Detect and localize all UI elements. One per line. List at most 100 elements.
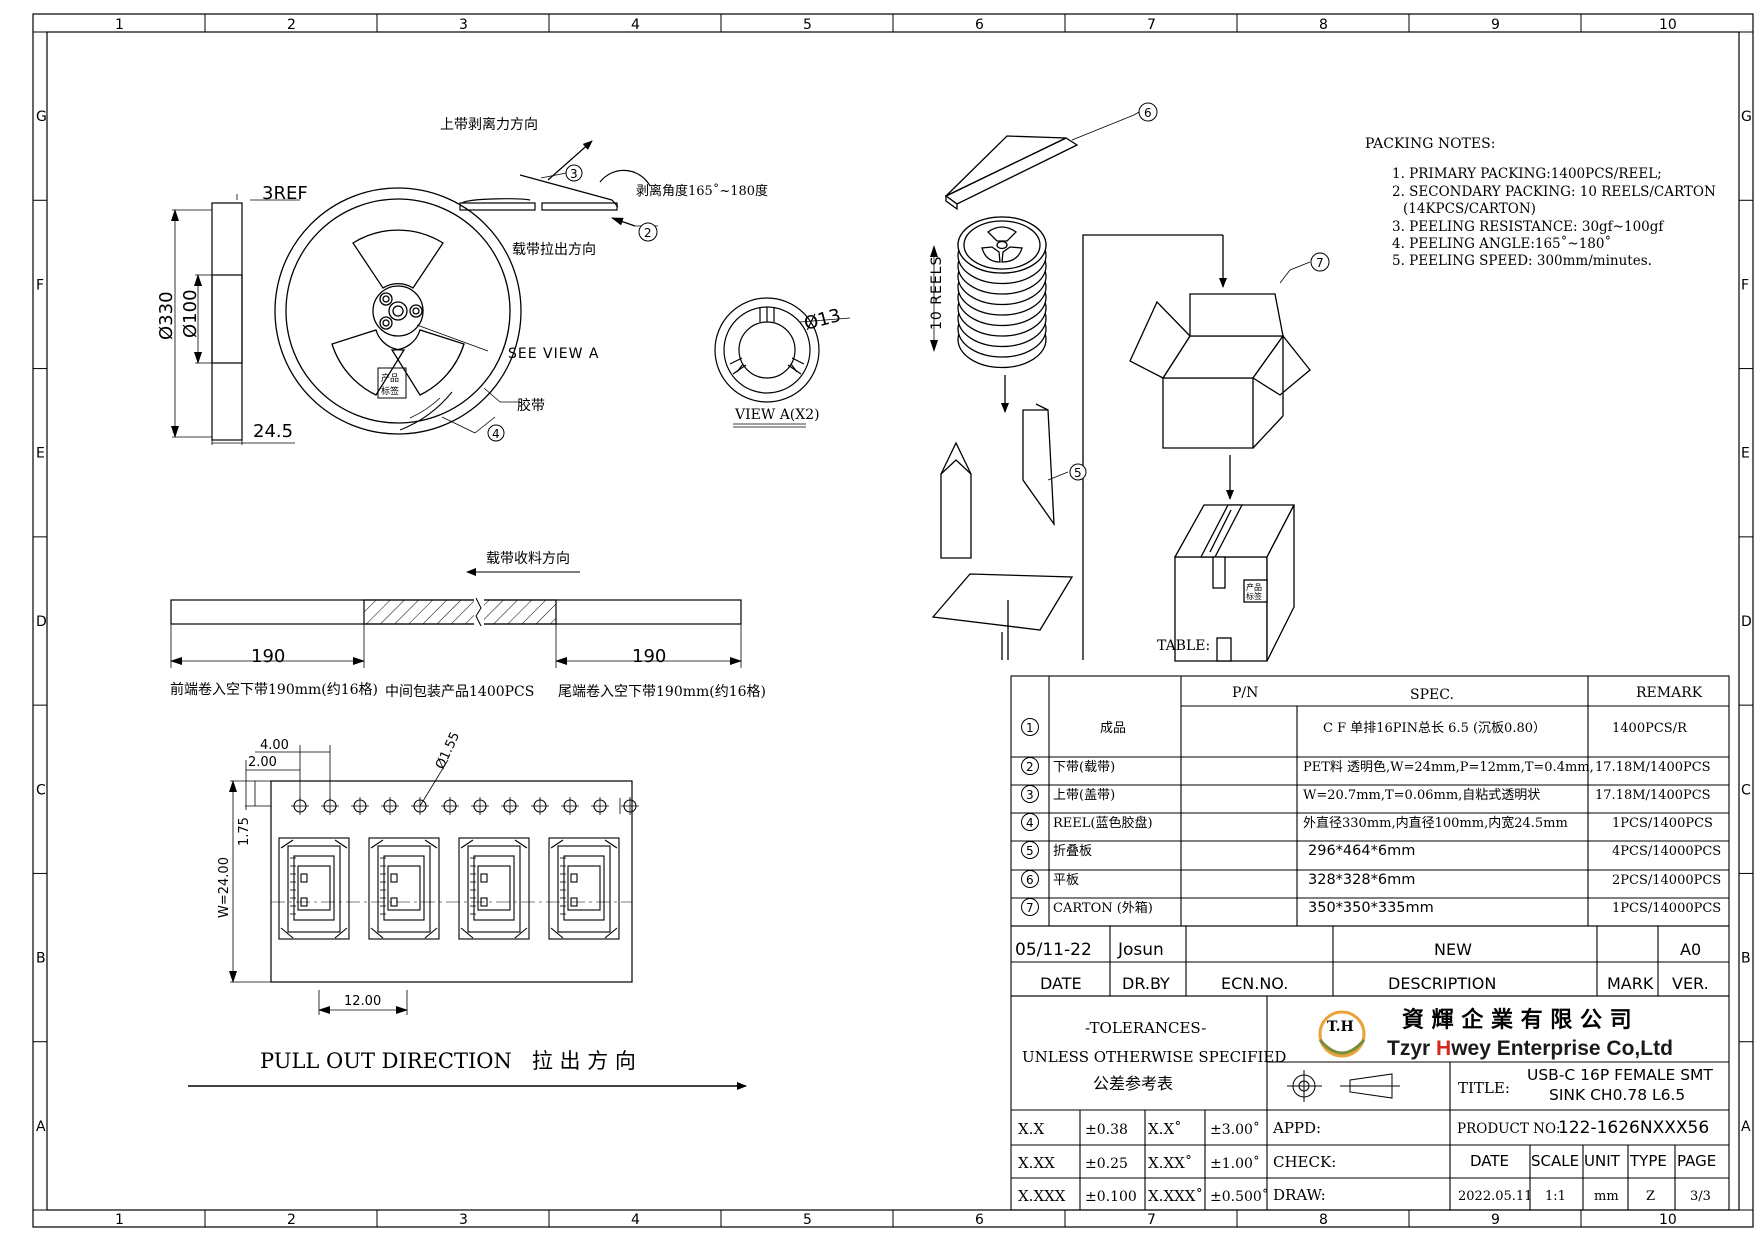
- connector-pockets: [278, 837, 620, 940]
- bom-row-number: 5: [1026, 844, 1034, 858]
- balloon-5-text: 5: [1074, 466, 1082, 480]
- head-type: TYPE: [1629, 1152, 1667, 1170]
- rev-head-mark: MARK: [1607, 974, 1654, 993]
- bom-header-pn: P/N: [1232, 685, 1258, 701]
- tol-format-linear: X.X: [1018, 1120, 1044, 1138]
- packing-note-2: 2. SECONDARY PACKING: 10 REELS/CARTON: [1392, 184, 1716, 200]
- bom-row-remark: 1400PCS/R: [1612, 721, 1688, 736]
- company-name-rest: wey Enterprise Co,Ltd: [1450, 1037, 1673, 1060]
- bom-row-number: 2: [1026, 760, 1034, 774]
- frame-row-label-left: E: [36, 446, 45, 462]
- bom-row-name: CARTON (外箱): [1053, 900, 1153, 916]
- connector-pocket: [548, 837, 620, 940]
- frame-row-label-left: B: [36, 951, 46, 967]
- company-logo: T.H: [1318, 1010, 1366, 1058]
- balloon-3: 3: [540, 164, 583, 182]
- bom-row-name: 下带(载带): [1053, 760, 1115, 775]
- bom-row-number-circle: [1021, 785, 1039, 803]
- stacked-reel-top: [957, 216, 1047, 274]
- bom-row-remark: 2PCS/14000PCS: [1612, 873, 1721, 888]
- view-a-label: VIEW A(X2): [734, 407, 820, 423]
- frame-col-label-bottom: 6: [975, 1212, 984, 1228]
- balloon-2: 2: [638, 222, 658, 242]
- bom-row-number: 7: [1026, 901, 1034, 915]
- head-page: PAGE: [1677, 1152, 1716, 1170]
- view-a-hub: [714, 297, 851, 428]
- rev-head-ecn: ECN.NO.: [1221, 974, 1288, 993]
- bom-row-number-circle: [1021, 757, 1039, 775]
- tol-value-angle: ±0.500˚: [1210, 1188, 1269, 1205]
- tol-format-linear: X.XXX: [1018, 1187, 1066, 1205]
- bom-row-spec: PET料 透明色,W=24mm,P=12mm,T=0.4mm,: [1303, 759, 1594, 775]
- sprocket-holes: [291, 797, 639, 815]
- product-no-label: PRODUCT NO:: [1457, 1121, 1561, 1137]
- title-line2: SINK CH0.78 L6.5: [1549, 1086, 1685, 1104]
- head-scale: SCALE: [1531, 1152, 1579, 1170]
- tol-format-angle: X.X˚: [1148, 1120, 1182, 1138]
- frame-col-label-bottom: 7: [1147, 1212, 1156, 1228]
- dim-w-24: W=24.00: [217, 857, 232, 918]
- bom-row-remark: 1PCS/1400PCS: [1612, 816, 1713, 831]
- wind-direction-label: 载带收料方向: [486, 551, 570, 567]
- view-a-dim-13: Ø13: [802, 305, 843, 335]
- middle-note: 中间包装产品1400PCS: [385, 684, 534, 700]
- frame-col-label-bottom: 10: [1659, 1212, 1677, 1228]
- frame-row-label-right: E: [1741, 446, 1750, 462]
- bom-row-number: 3: [1026, 788, 1034, 802]
- frame-col-label-bottom: 4: [631, 1212, 640, 1228]
- frame-row-label-right: A: [1741, 1119, 1751, 1135]
- title-line1: USB-C 16P FEMALE SMT: [1527, 1066, 1713, 1084]
- company-name-prefix: Tzyr: [1387, 1037, 1436, 1060]
- value-date: 2022.05.11: [1458, 1189, 1532, 1204]
- company-name-cn: 資 輝 企 業 有 限 公 司: [1402, 1007, 1632, 1033]
- bom-row-number: 1: [1026, 721, 1034, 735]
- bom-row-name: 折叠板: [1053, 844, 1092, 859]
- frame-col-label-bottom: 5: [803, 1212, 812, 1228]
- bom-row-remark: 4PCS/14000PCS: [1612, 844, 1721, 859]
- bom-row-spec: 350*350*335mm: [1308, 900, 1434, 916]
- packing-figure: [930, 111, 1311, 662]
- connector-pocket: [368, 837, 440, 940]
- reel-hub: [996, 240, 1008, 250]
- frame-col-label-bottom: 9: [1491, 1212, 1500, 1228]
- title-label: TITLE:: [1458, 1079, 1510, 1097]
- bom-header-spec: SPEC.: [1410, 687, 1454, 703]
- frame-col-label-bottom: 1: [115, 1212, 124, 1228]
- packing-note-3: 3. PEELING RESISTANCE: 30gf~100gf: [1392, 219, 1664, 235]
- tol-value-linear: ±0.38: [1085, 1122, 1128, 1138]
- dim-1-55: Ø1.55: [433, 730, 463, 772]
- frame-row-label-left: C: [36, 782, 46, 798]
- bom-row-number: 4: [1026, 816, 1034, 830]
- packing-note-2b: (14KPCS/CARTON): [1403, 201, 1536, 217]
- frame-col-label-top: 6: [975, 17, 984, 33]
- balloon-7: 7: [1310, 252, 1330, 272]
- tol-format-angle: X.XX˚: [1148, 1154, 1192, 1172]
- tolerances-title: -TOLERANCES-: [1085, 1019, 1206, 1037]
- value-page: 3/3: [1690, 1189, 1711, 1204]
- bom-row-number-circle: [1021, 718, 1039, 736]
- tol-value-linear: ±0.100: [1085, 1189, 1137, 1205]
- connector-pocket: [278, 837, 350, 940]
- frame-col-label-top: 10: [1659, 17, 1677, 33]
- dim-330: Ø330: [156, 291, 177, 340]
- frame-row-label-right: G: [1741, 109, 1752, 125]
- dim-4-00: 4.00: [260, 738, 289, 753]
- ten-reels-label: 10 REELS: [929, 256, 945, 330]
- balloon-5: 5: [1069, 463, 1087, 481]
- packing-notes-title: PACKING NOTES:: [1365, 136, 1495, 152]
- bom-row-number-circle: [1021, 870, 1039, 888]
- frame-col-label-top: 1: [115, 17, 124, 33]
- appd-label: APPD:: [1272, 1119, 1321, 1137]
- bom-row-number-circle: [1021, 813, 1039, 831]
- bom-row-spec: W=20.7mm,T=0.06mm,自粘式透明状: [1303, 788, 1540, 803]
- head-date: DATE: [1470, 1152, 1509, 1170]
- bom-row-name: 平板: [1053, 873, 1079, 888]
- rev-head-drby: DR.BY: [1122, 974, 1170, 993]
